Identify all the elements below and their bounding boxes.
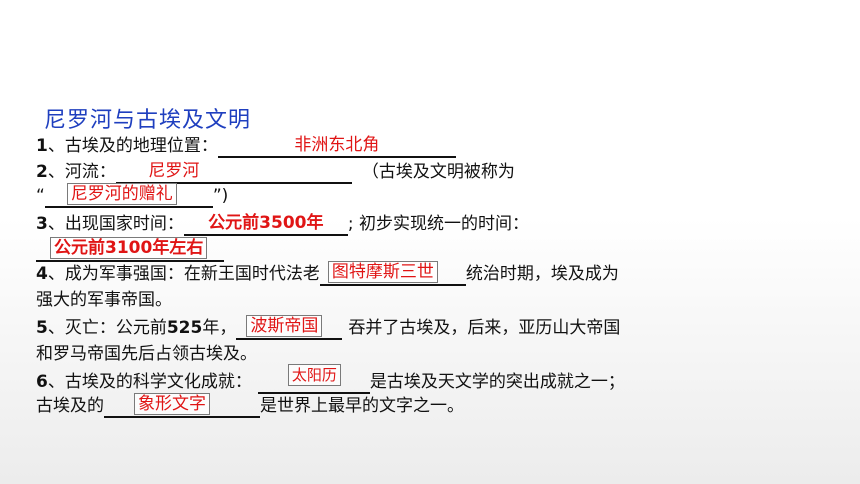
q6-line-2-pre: 古埃及的 xyxy=(36,396,104,416)
q3-blank-2: 公元前3100年左右 xyxy=(36,237,224,262)
q3-after-text: ; 初步实现统一的时间： xyxy=(347,214,529,234)
q6-answer: 太阳历 xyxy=(287,364,341,386)
q4-text: 、成为军事强国：在新王国时代法老 xyxy=(47,264,320,284)
q4-answer: 图特摩斯三世 xyxy=(327,261,438,283)
q1-number: 1 xyxy=(36,136,48,156)
q5-line-2-text: 和罗马帝国先后占领古埃及。 xyxy=(36,344,257,364)
q6-after-text: 是古埃及天文学的突出成就之一； xyxy=(369,372,625,392)
q5-answer: 波斯帝国 xyxy=(246,315,323,337)
q4-line-2-text: 强大的军事帝国。 xyxy=(36,290,172,310)
q2-text: 、河流： xyxy=(47,162,116,182)
q6-number: 6 xyxy=(36,372,48,392)
q1-text: 、古埃及的地理位置： xyxy=(47,136,218,156)
q5-text: 、灭亡：公元前 xyxy=(47,318,167,338)
question-6-line-2: 古埃及的 象形文字 是世界上最早的文字之一。 xyxy=(36,393,464,418)
question-1: 1、古埃及的地理位置： 非洲东北角 xyxy=(36,134,456,158)
q6-text: 、古埃及的科学文化成就： xyxy=(47,372,252,392)
q6-answer-2: 象形文字 xyxy=(134,393,210,415)
question-2: 2、河流： 尼罗河 （古埃及文明被称为 xyxy=(36,160,515,184)
q1-answer: 非洲东北角 xyxy=(294,135,380,155)
q3-number: 3 xyxy=(36,214,48,234)
q2-after-text: （古埃及文明被称为 xyxy=(361,162,515,182)
question-4: 4、成为军事强国：在新王国时代法老图特摩斯三世 统治时期，埃及成为 xyxy=(36,261,619,286)
question-5: 5、灭亡：公元前525年， 波斯帝国 吞并了古埃及，后来，亚历山大帝国 xyxy=(36,315,621,340)
question-6: 6、古埃及的科学文化成就： 太阳历 是古埃及天文学的突出成就之一； xyxy=(36,364,625,394)
question-3: 3、出现国家时间： 公元前3500年 ; 初步实现统一的时间： xyxy=(36,212,529,236)
q2-quote-close: ”) xyxy=(212,186,229,206)
q5-after-text: 吞并了古埃及，后来，亚历山大帝国 xyxy=(348,318,621,338)
q2-answer: 尼罗河 xyxy=(148,161,200,181)
question-4-line-2: 强大的军事帝国。 xyxy=(36,288,172,312)
q2-blank: 尼罗河 xyxy=(115,161,352,184)
q2-answer-2: 尼罗河的赠礼 xyxy=(66,183,177,205)
q6-blank-2: 象形文字 xyxy=(104,393,260,418)
q4-blank: 图特摩斯三世 xyxy=(319,261,466,286)
q5-text-2: 年， xyxy=(202,318,237,338)
q5-year: 525 xyxy=(166,318,203,338)
q5-number: 5 xyxy=(36,318,48,338)
q5-blank: 波斯帝国 xyxy=(236,315,343,340)
question-5-line-2: 和罗马帝国先后占领古埃及。 xyxy=(36,342,257,366)
q2-quote-open: “ xyxy=(36,186,45,206)
q3-answer-2: 公元前3100年左右 xyxy=(50,237,208,259)
q3-blank: 公元前3500年 xyxy=(183,213,348,236)
slide-title: 尼罗河与古埃及文明 xyxy=(44,108,252,133)
q6-blank: 太阳历 xyxy=(257,364,370,394)
q1-blank: 非洲东北角 xyxy=(217,135,456,158)
q4-number: 4 xyxy=(36,264,48,284)
q3-text: 、出现国家时间： xyxy=(47,214,184,234)
q6-line-2-post: 是世界上最早的文字之一。 xyxy=(260,396,464,416)
question-3-line-2: 公元前3100年左右 xyxy=(36,237,224,262)
q2-number: 2 xyxy=(36,162,48,182)
q2-blank-2: 尼罗河的赠礼 xyxy=(44,183,213,208)
q3-answer: 公元前3500年 xyxy=(208,213,324,233)
question-2-line-2: “ 尼罗河的赠礼 ”) xyxy=(36,183,229,208)
q4-after-text: 统治时期，埃及成为 xyxy=(465,264,619,284)
